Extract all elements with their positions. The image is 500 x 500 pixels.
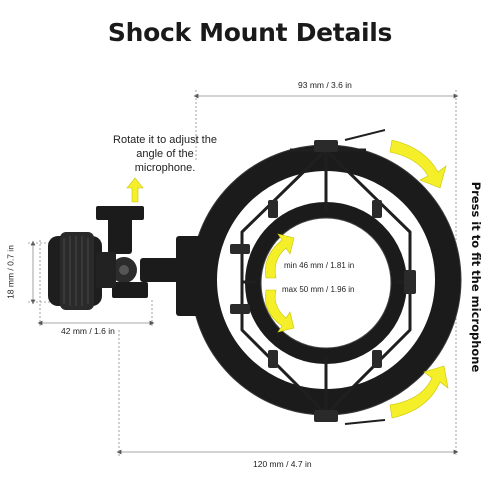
knob-height-label: 18 mm / 0.7 in [3,240,19,304]
arrow-up-icon [126,177,144,203]
mount-bracket [96,206,210,316]
top-width-label: 93 mm / 3.6 in [295,80,355,91]
inner-ring [245,202,407,364]
ring-clips [230,140,416,422]
bottom-width-label: 120 mm / 4.7 in [250,459,315,470]
max-diameter-label: max 50 mm / 1.96 in [282,285,355,294]
press-note: Press it to fit the microphone [469,181,483,373]
adjustment-knob [48,232,116,310]
knob-width-label: 42 mm / 1.6 in [58,326,118,337]
curved-arrow-icon [265,139,449,419]
page-title: Shock Mount Details [107,18,393,47]
rotate-note: Rotate it to adjust the angle of the mic… [113,134,217,174]
min-diameter-label: min 46 mm / 1.81 in [284,261,355,270]
